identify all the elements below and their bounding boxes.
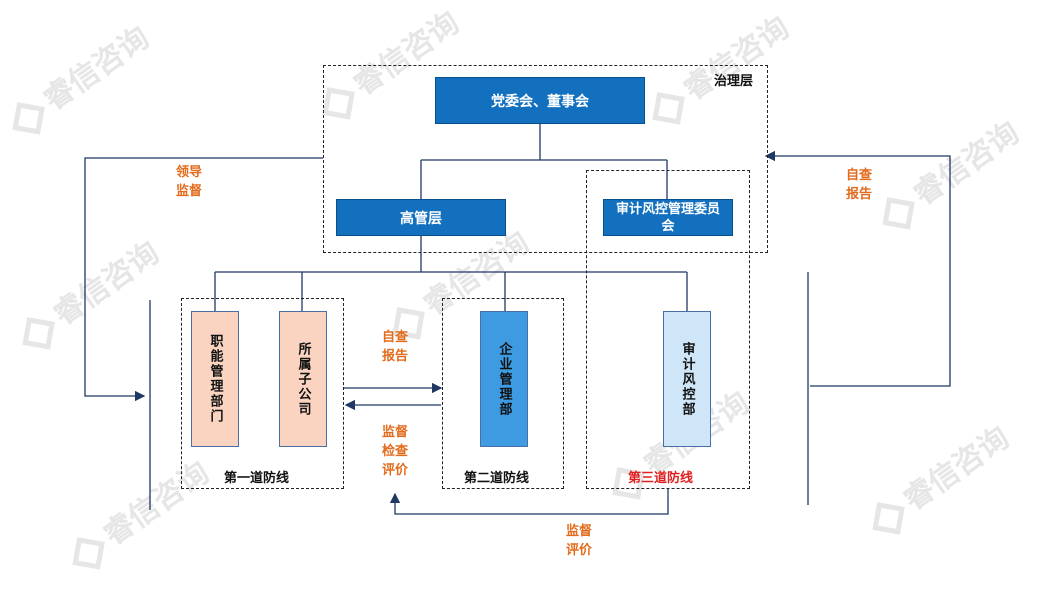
functional-dept-box: 职能管理部门 — [191, 311, 239, 447]
governance-layer-label: 治理层 — [714, 74, 754, 89]
enterprise-mgmt-box: 企业管理部 — [480, 311, 528, 447]
enterprise-mgmt-label: 企业管理部 — [496, 341, 512, 417]
lead-supervise-note: 领导 监督 — [176, 165, 203, 199]
party-board-box: 党委会、董事会 — [435, 77, 645, 124]
audit-risk-label: 审计风控部 — [679, 341, 695, 417]
self-report-right-note: 自查 报告 — [846, 168, 873, 202]
functional-dept-label: 职能管理部门 — [207, 334, 223, 424]
subsidiary-label: 所属子公司 — [295, 341, 311, 417]
second-line-label: 第二道防线 — [464, 471, 530, 486]
governance-layer-frame — [323, 65, 768, 253]
second-line-frame — [442, 298, 564, 489]
supervise-eval-bottom-note: 监督 评价 — [566, 524, 593, 558]
first-line-label: 第一道防线 — [224, 471, 290, 486]
third-line-label: 第三道防线 — [628, 471, 694, 486]
supervise-check-eval-note: 监督 检查 评价 — [382, 425, 409, 478]
self-report-mid-note: 自查 报告 — [382, 330, 409, 364]
first-line-frame — [181, 298, 344, 489]
subsidiary-box: 所属子公司 — [279, 311, 327, 447]
third-line-frame — [586, 170, 750, 489]
senior-management-box: 高管层 — [336, 199, 506, 236]
audit-committee-box: 审计风控管理委员会 — [603, 199, 733, 236]
audit-risk-box: 审计风控部 — [663, 311, 711, 447]
